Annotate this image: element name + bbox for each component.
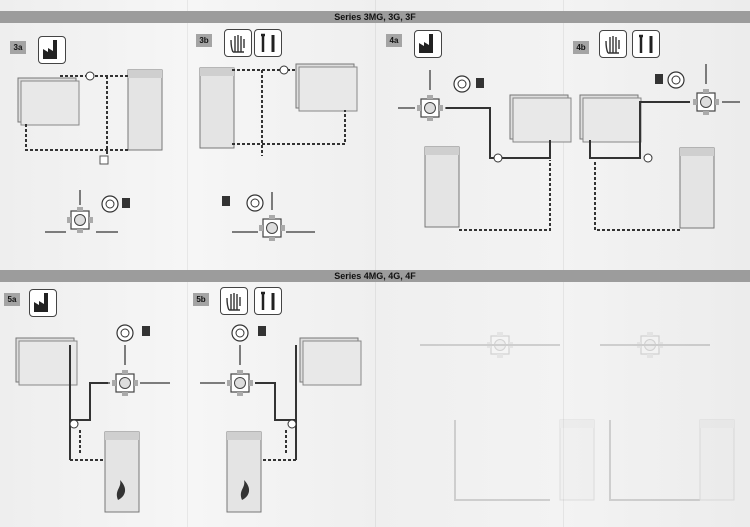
fold-line (375, 0, 376, 527)
diagram-3a (17, 69, 163, 234)
step-3a-tag: 3a (10, 41, 26, 54)
reverse-side-bleed (420, 331, 735, 501)
diagram-4b (579, 64, 740, 231)
fold-line (187, 0, 188, 527)
factory-icon (38, 36, 66, 64)
step-4b-tag: 4b (573, 41, 589, 54)
series-4-header: Series 4MG, 4G, 4F (0, 270, 750, 282)
series-3-header: Series 3MG, 3G, 3F (0, 11, 750, 23)
fold-line (563, 0, 564, 527)
hand-icon (599, 30, 627, 58)
factory-icon (29, 289, 57, 317)
tools-icon (632, 30, 660, 58)
step-5a-tag: 5a (4, 293, 20, 306)
diagram-4a (398, 70, 572, 231)
step-4a-tag: 4a (386, 34, 402, 47)
tools-icon (254, 29, 282, 57)
hand-icon (220, 287, 248, 315)
diagram-5a (15, 324, 170, 513)
step-5b-tag: 5b (193, 293, 209, 306)
tools-icon (254, 287, 282, 315)
step-3b-tag: 3b (196, 34, 212, 47)
diagram-5b (200, 324, 362, 513)
diagram-3b (199, 63, 358, 242)
factory-icon (414, 30, 442, 58)
hand-icon (224, 29, 252, 57)
